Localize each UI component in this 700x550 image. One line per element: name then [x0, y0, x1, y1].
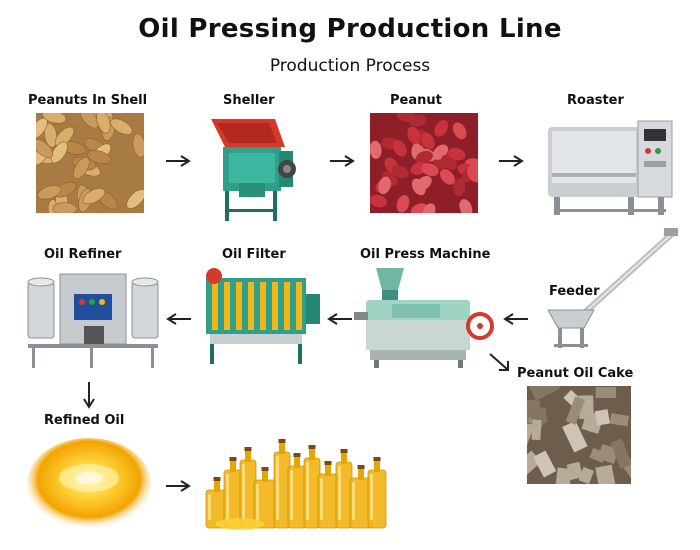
arrow-left-1 [166, 313, 192, 325]
oil-filter-image [196, 264, 324, 368]
arrow-right-2 [329, 155, 355, 167]
label-peanut: Peanut [390, 93, 442, 108]
oil-press-machine-image [352, 264, 494, 370]
arrow-right-4 [165, 480, 191, 492]
roaster-image [540, 113, 674, 219]
arrow-left-3 [503, 313, 529, 325]
oil-refiner-image [24, 264, 162, 370]
label-refined-oil: Refined Oil [44, 413, 125, 428]
arrow-right-1 [165, 155, 191, 167]
label-oil-filter: Oil Filter [222, 247, 286, 262]
arrow-down [83, 381, 95, 409]
peanut-oil-cake-image [527, 386, 631, 484]
sheller-image [203, 113, 308, 225]
peanuts-in-shell-image [36, 113, 144, 213]
page-subtitle: Production Process [269, 56, 431, 76]
arrow-diagonal-down [488, 352, 512, 374]
page-title: Oil Pressing Production Line [138, 14, 562, 44]
feeder-image [540, 226, 680, 354]
label-oil-refiner: Oil Refiner [44, 247, 122, 262]
arrow-left-2 [327, 313, 353, 325]
label-feeder: Feeder [549, 284, 600, 299]
arrow-right-3 [498, 155, 524, 167]
label-sheller: Sheller [223, 93, 275, 108]
peanut-image [370, 113, 478, 213]
label-peanuts-in-shell: Peanuts In Shell [28, 93, 148, 108]
oil-bottles-image [200, 420, 390, 532]
label-peanut-oil-cake: Peanut Oil Cake [517, 366, 634, 381]
label-roaster: Roaster [567, 93, 624, 108]
refined-oil-image [26, 432, 152, 532]
label-oil-press-machine: Oil Press Machine [360, 247, 491, 262]
